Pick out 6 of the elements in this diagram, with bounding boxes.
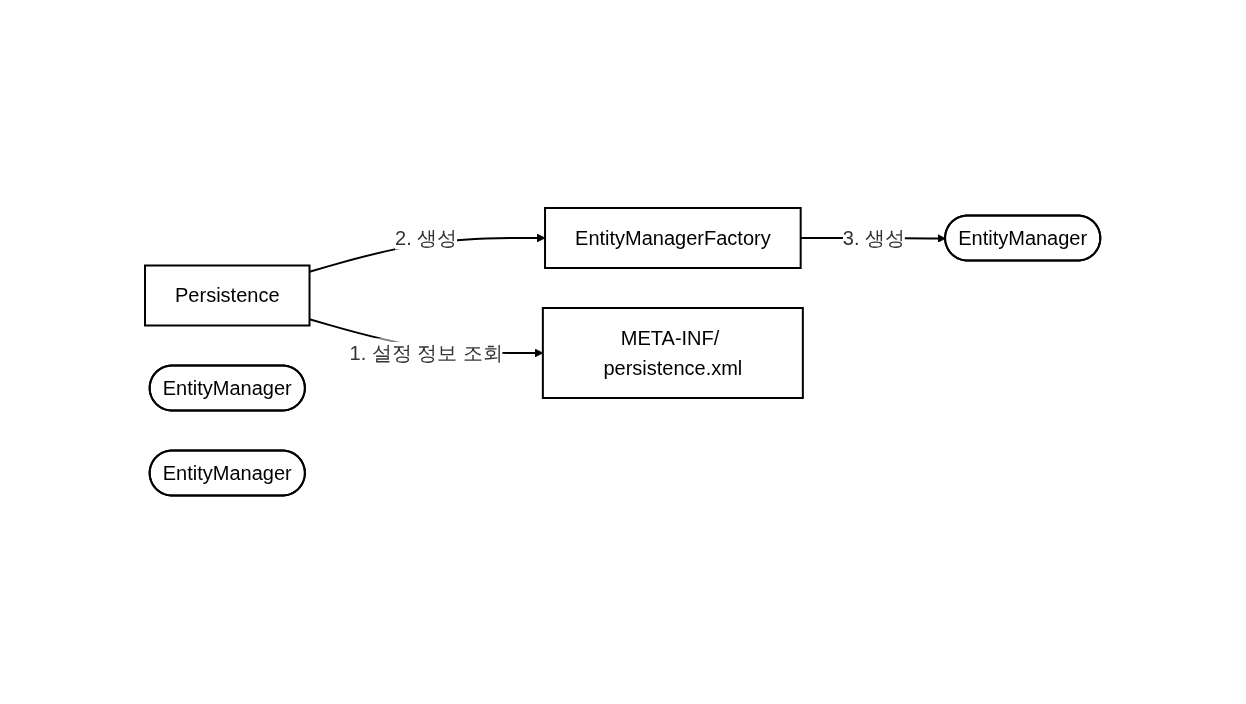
edge-label: 2. 생성 [395,227,458,250]
node-box: Persistence [144,264,311,327]
node-box: EntityManagerFactory [544,207,802,270]
edge-label: 1. 설정 정보 조회 [349,342,504,365]
edge-label: 3. 생성 [843,227,906,250]
node-box: META-INF/ persistence.xml [542,307,805,400]
